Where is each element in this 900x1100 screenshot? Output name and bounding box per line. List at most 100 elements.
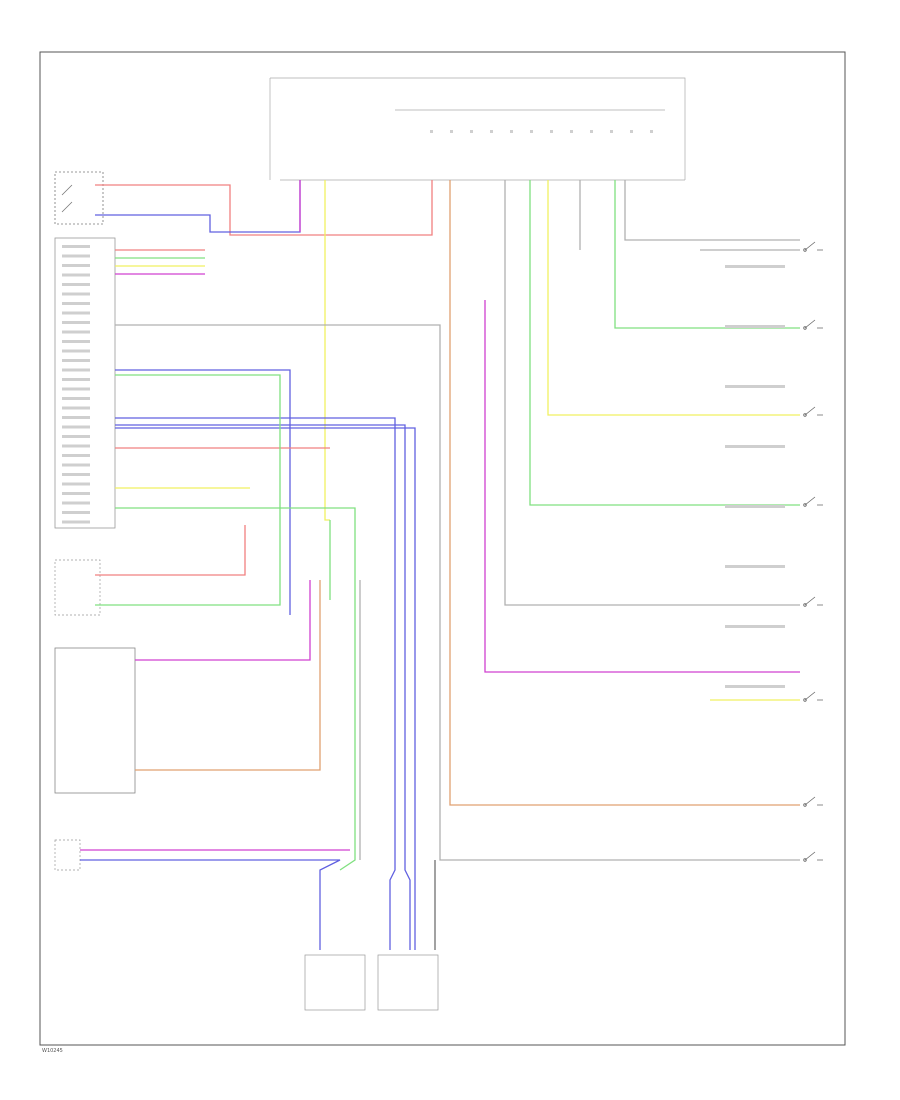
wire-green-2	[115, 507, 356, 871]
module-pin-label	[62, 321, 90, 324]
wire-gray-2	[504, 180, 800, 606]
module-pin-label	[62, 311, 90, 315]
right-component-label	[725, 445, 785, 448]
wire-gray-1	[115, 324, 800, 861]
door-switch-4	[804, 596, 823, 606]
module-pin-label	[62, 463, 90, 467]
module-pin-label	[62, 425, 90, 429]
fuel-door-switch-box	[54, 559, 101, 616]
door-switch-6-contact	[803, 803, 807, 807]
wire-blue-ignition	[95, 180, 301, 233]
switches	[803, 241, 823, 862]
module-pin-label	[62, 511, 90, 514]
module-pin-label	[62, 435, 90, 438]
right-component-label	[725, 265, 785, 268]
smart-junction-box	[54, 839, 81, 871]
door-switch-7-contact	[803, 858, 807, 862]
module-pin-label	[62, 292, 90, 296]
top-pin-label	[450, 130, 453, 133]
module-pin-label	[62, 340, 90, 343]
liftgate-switch-box	[54, 647, 136, 794]
door-switch-0	[804, 241, 823, 251]
wire-blue-4	[115, 424, 411, 950]
module-pin-label	[62, 254, 90, 258]
wire-red-fuel	[95, 525, 246, 576]
module-pin-label	[62, 397, 90, 400]
wire-green-right-1	[614, 180, 800, 329]
wire-green-right-2	[529, 180, 800, 506]
top-pin-label	[650, 130, 653, 133]
right-component-label	[725, 505, 785, 508]
module-pin-label	[62, 264, 90, 267]
right-component-label	[725, 685, 785, 688]
wire-blue-3	[115, 417, 396, 950]
door-switch-2-contact	[803, 413, 807, 417]
control-module-box	[54, 237, 116, 529]
top-pin-label	[630, 130, 633, 133]
wire-orange-liftgate	[135, 580, 321, 771]
door-switch-3-contact	[803, 503, 807, 507]
module-pin-label	[62, 492, 90, 495]
module-pin-label	[62, 387, 90, 391]
top-pin-label	[470, 130, 473, 133]
wire-blue-bottom	[80, 859, 341, 950]
door-switch-5	[804, 691, 823, 701]
door-switch-7	[804, 851, 823, 861]
labels	[62, 130, 785, 688]
top-pin-label	[530, 130, 533, 133]
module-pin-label	[62, 473, 90, 476]
door-switch-2	[804, 406, 823, 416]
wire-green-fuel	[95, 374, 281, 606]
wire-red-ignition	[95, 180, 433, 236]
module-pin-label	[62, 302, 90, 305]
module-pin-label	[62, 501, 90, 505]
top-pin-label	[490, 130, 493, 133]
wire-blue-5	[115, 427, 416, 950]
right-component-label	[725, 565, 785, 568]
wire-gray-4	[624, 180, 800, 241]
right-component-label	[725, 325, 785, 328]
top-pin-label	[610, 130, 613, 133]
right-component-label	[725, 385, 785, 388]
module-pin-label	[62, 482, 90, 486]
module-pin-label	[62, 520, 90, 524]
wires	[80, 180, 800, 950]
module-pin-label	[62, 283, 90, 286]
door-switch-0-contact	[803, 248, 807, 252]
top-pin-label	[570, 130, 573, 133]
module-pin-label	[62, 359, 90, 362]
ignition-switch	[54, 171, 104, 225]
wire-magenta-liftgate	[135, 580, 311, 661]
door-switch-4-contact	[803, 603, 807, 607]
module-pin-label	[62, 273, 90, 277]
top-fuse-junction	[269, 77, 686, 181]
door-switch-1	[804, 319, 823, 329]
door-switch-5-contact	[803, 698, 807, 702]
module-pin-label	[62, 416, 90, 419]
module-pin-label	[62, 454, 90, 457]
right-component-label	[725, 625, 785, 628]
wire-yellow-right	[547, 180, 800, 416]
top-pin-label	[510, 130, 513, 133]
door-switch-6	[804, 796, 823, 806]
module-pin-label	[62, 406, 90, 410]
module-pin-label	[62, 378, 90, 381]
door-switch-3	[804, 496, 823, 506]
module-pin-label	[62, 330, 90, 334]
door-switch-1-contact	[803, 326, 807, 330]
top-pin-label	[430, 130, 433, 133]
top-pin-label	[590, 130, 593, 133]
bottom-connector-left	[304, 954, 366, 1011]
wire-blue-2	[115, 369, 291, 615]
wire-yellow-main	[324, 180, 330, 521]
bottom-connector-right	[377, 954, 439, 1011]
module-pin-label	[62, 368, 90, 372]
module-pin-label	[62, 349, 90, 353]
wire-magenta-right	[484, 300, 800, 673]
module-pin-label	[62, 245, 90, 248]
diagram-frame	[39, 51, 846, 1046]
footer-code: W10245	[42, 1048, 63, 1054]
top-pin-label	[550, 130, 553, 133]
module-pin-label	[62, 444, 90, 448]
